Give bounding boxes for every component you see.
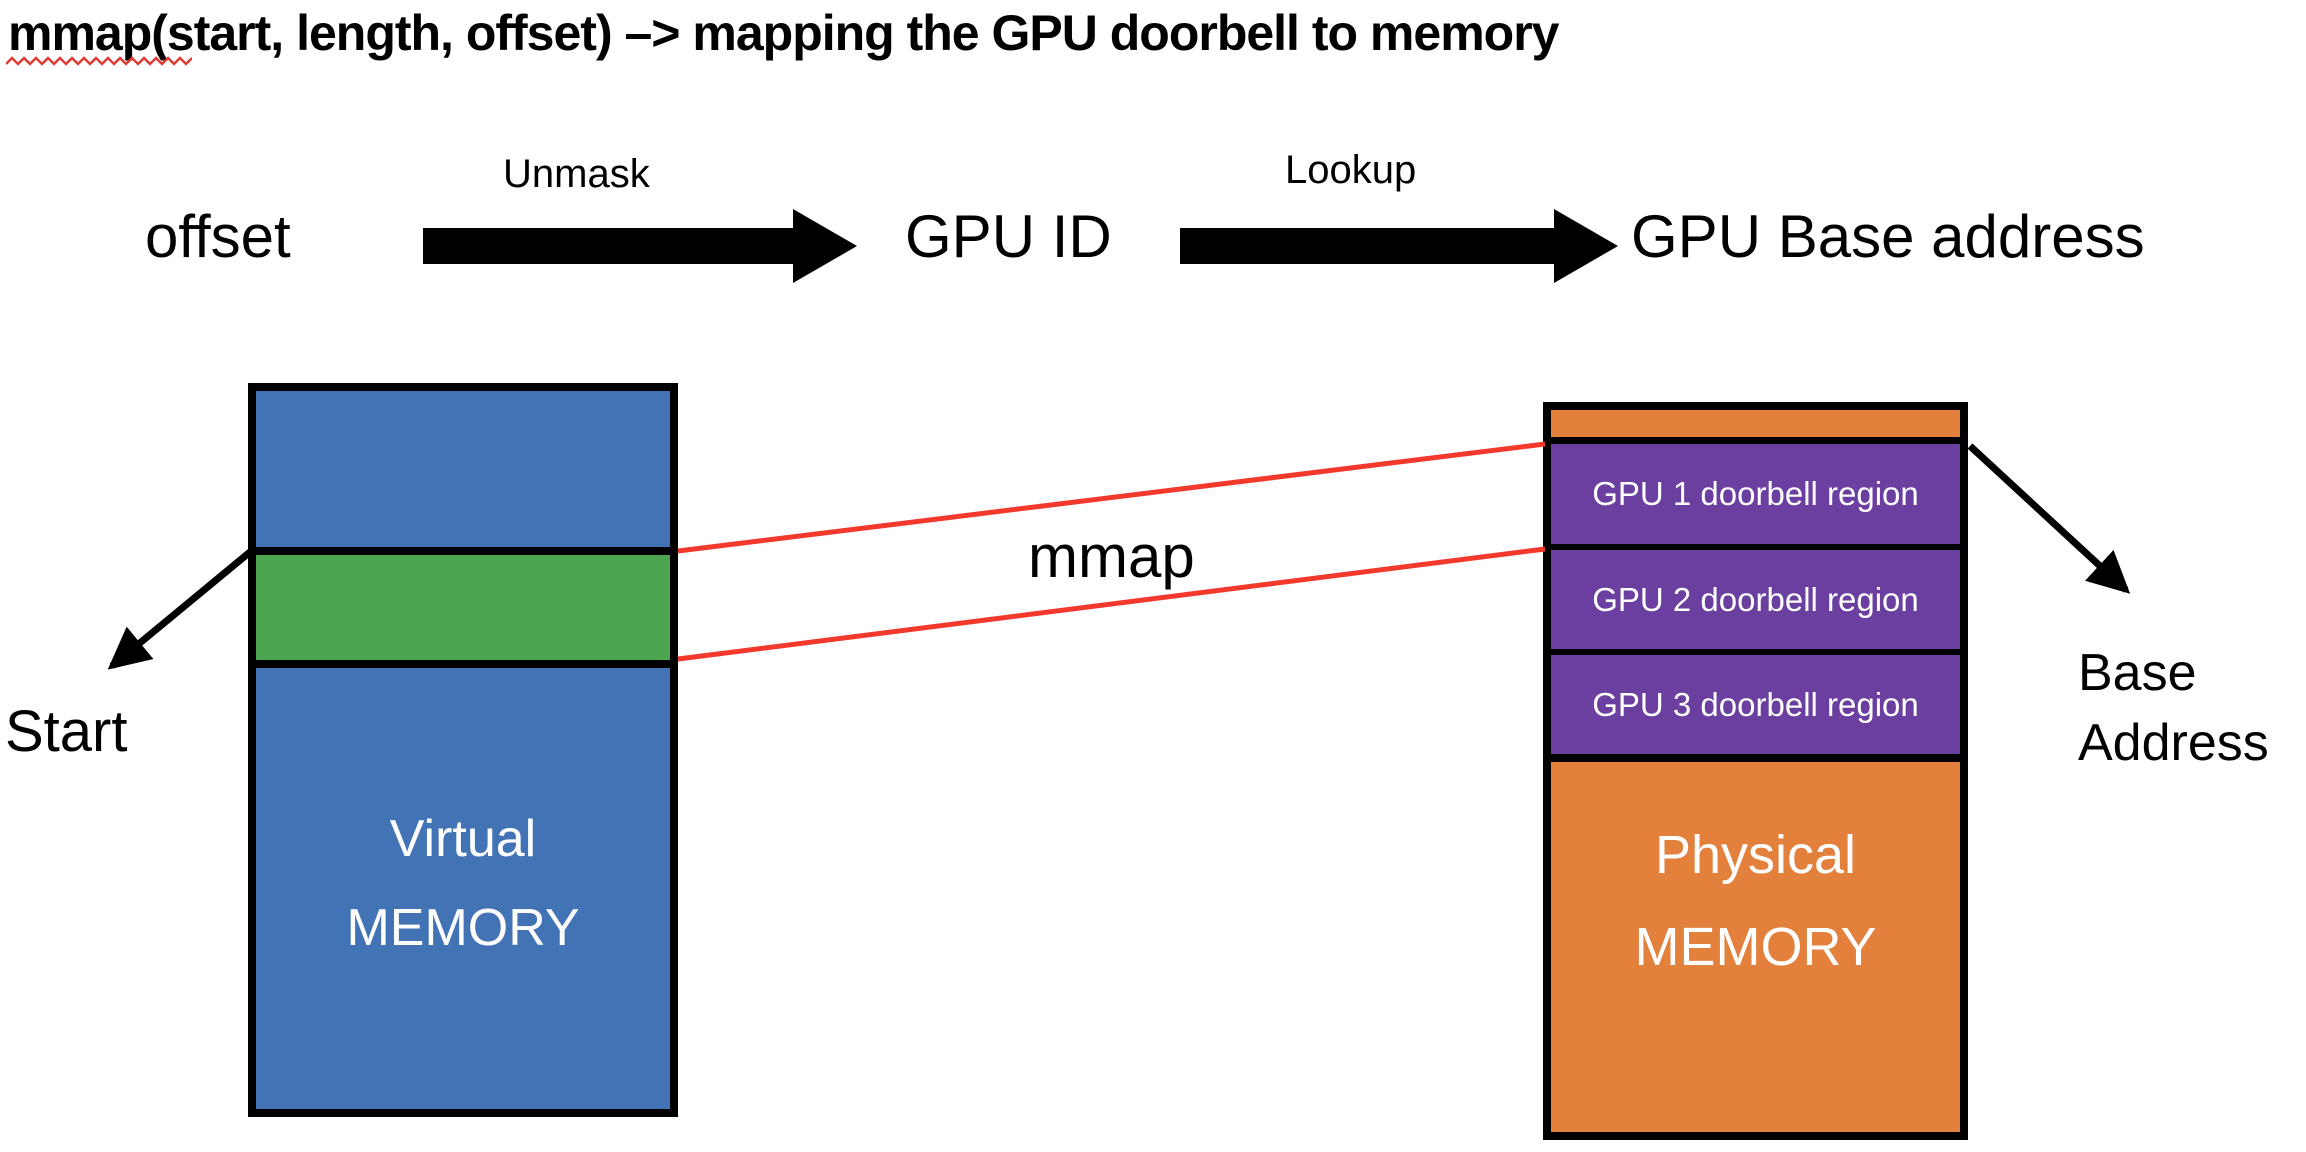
start-label: Start	[5, 699, 128, 764]
unmask-label: Unmask	[503, 152, 650, 196]
gpu1-doorbell-label: GPU 1 doorbell region	[1592, 475, 1919, 512]
gpu3-doorbell-region: GPU 3 doorbell region	[1551, 655, 1960, 754]
gpu-base-address-label: GPU Base address	[1631, 203, 2145, 270]
unmask-arrow-head	[793, 209, 857, 283]
lookup-arrow-bar	[1180, 228, 1554, 264]
divider	[1551, 649, 1960, 655]
base-address-label: Base Address	[2078, 644, 2269, 773]
divider	[1551, 437, 1960, 444]
gpu2-doorbell-label: GPU 2 doorbell region	[1592, 580, 1919, 618]
physical-memory-label: Physical MEMORY	[1634, 825, 1877, 977]
physical-memory-main-segment	[1551, 762, 1960, 1132]
divider	[1551, 544, 1960, 550]
mapped-green-segment	[256, 547, 670, 668]
physical-memory-box: GPU 1 doorbell region GPU 2 doorbell reg…	[1543, 402, 1968, 1140]
gpu-id-label: GPU ID	[905, 203, 1112, 270]
offset-label: offset	[145, 203, 291, 270]
lookup-arrow-head	[1554, 209, 1618, 283]
physical-memory-top-strip	[1551, 410, 1960, 437]
gpu2-doorbell-region: GPU 2 doorbell region	[1551, 550, 1960, 649]
spellcheck-squiggle	[6, 56, 192, 66]
virtual-memory-upper-segment	[256, 391, 670, 547]
lookup-label: Lookup	[1285, 148, 1417, 192]
gpu1-doorbell-region: GPU 1 doorbell region	[1551, 444, 1960, 544]
unmask-arrow-bar	[423, 228, 793, 264]
mmap-label: mmap	[1028, 523, 1195, 590]
virtual-memory-box	[248, 383, 678, 1117]
base-address-arrow	[1967, 443, 2131, 594]
divider	[1551, 754, 1960, 762]
gpu3-doorbell-label: GPU 3 doorbell region	[1592, 685, 1919, 723]
virtual-memory-label: Virtual MEMORY	[346, 810, 580, 958]
page-title: mmap(start, length, offset) –> mapping t…	[8, 5, 1559, 61]
start-arrow	[107, 549, 253, 670]
virtual-memory-lower-segment	[256, 668, 670, 1109]
